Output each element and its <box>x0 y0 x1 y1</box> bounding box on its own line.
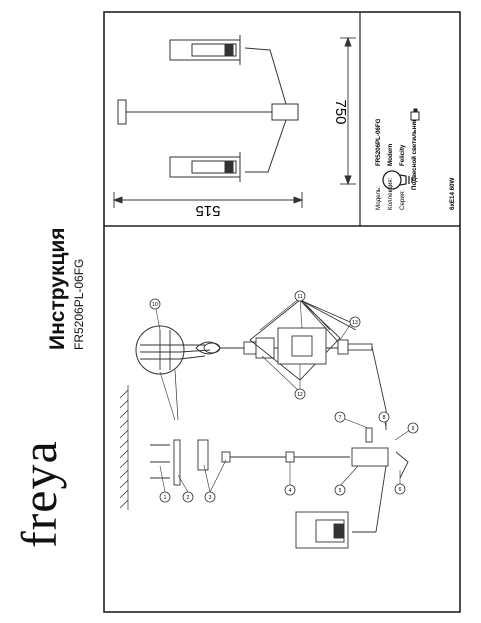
callout-markers: 1 2 3 4 5 6 7 8 9 10 11 12 13 <box>149 290 419 503</box>
detail-magnifier <box>135 325 185 375</box>
canopy-assembly <box>150 427 389 486</box>
callout-5: 5 <box>334 484 346 496</box>
svg-text:1: 1 <box>164 495 167 501</box>
ceiling-hatch <box>119 385 129 510</box>
callout-7: 7 <box>334 411 346 423</box>
arm-bottom <box>245 119 287 173</box>
lamp-outline-drawing <box>117 35 299 182</box>
height-label: 750 <box>332 99 349 124</box>
shade-assembly <box>249 299 387 430</box>
spec-row-series-value: Felicity <box>399 144 406 166</box>
lower-arm-assembly <box>295 451 409 549</box>
svg-text:11: 11 <box>297 294 302 300</box>
callout-9: 9 <box>407 422 419 434</box>
bulb-icon <box>382 170 413 190</box>
svg-text:4: 4 <box>289 488 292 494</box>
callout-leaders <box>154 297 414 493</box>
svg-text:7: 7 <box>339 415 342 421</box>
spec-row-model-label: Модель: <box>375 186 382 210</box>
spec-row-model-value: FR5206PL-06FG <box>375 118 382 166</box>
callout-1: 1 <box>159 491 171 503</box>
svg-text:9: 9 <box>412 426 415 432</box>
callout-2: 2 <box>182 491 194 503</box>
spec-row-type-value: Подвесной светильник <box>411 118 418 190</box>
dimension-width <box>112 192 304 208</box>
lamp-spec: 6xE14 60W <box>449 178 456 210</box>
svg-text:10: 10 <box>152 302 158 308</box>
callout-12: 12 <box>294 388 306 400</box>
svg-text:13: 13 <box>352 320 358 326</box>
callout-6: 6 <box>394 483 406 495</box>
callout-10: 10 <box>149 298 161 310</box>
width-label: 515 <box>195 202 220 219</box>
callout-8: 8 <box>378 411 390 423</box>
svg-text:5: 5 <box>339 488 342 494</box>
callout-11: 11 <box>294 290 306 302</box>
svg-text:12: 12 <box>297 392 303 398</box>
callout-13: 13 <box>349 316 361 328</box>
wire-detail <box>140 330 221 370</box>
svg-text:3: 3 <box>209 495 212 501</box>
spec-row-collection-value: Modern <box>387 143 394 166</box>
main-frame <box>103 11 461 613</box>
spec-row-collection-label: Коллекция: <box>387 177 394 210</box>
socket-icon <box>410 108 420 121</box>
svg-text:2: 2 <box>187 495 190 501</box>
hub <box>271 103 299 121</box>
socket-cap-top <box>224 43 234 57</box>
spec-row-series-label: Серия: <box>399 190 406 210</box>
socket-cap-bottom <box>224 160 234 174</box>
arm-top <box>244 47 287 105</box>
svg-text:8: 8 <box>383 415 386 421</box>
canopy-plate <box>117 99 127 125</box>
dimension-height <box>340 36 356 186</box>
detail-leader <box>174 369 179 421</box>
spec-table: Модель: FR5206PL-06FG Коллекция: Modern … <box>375 118 456 210</box>
callout-4: 4 <box>284 484 296 496</box>
callout-3: 3 <box>204 491 216 503</box>
svg-text:6: 6 <box>399 487 402 493</box>
